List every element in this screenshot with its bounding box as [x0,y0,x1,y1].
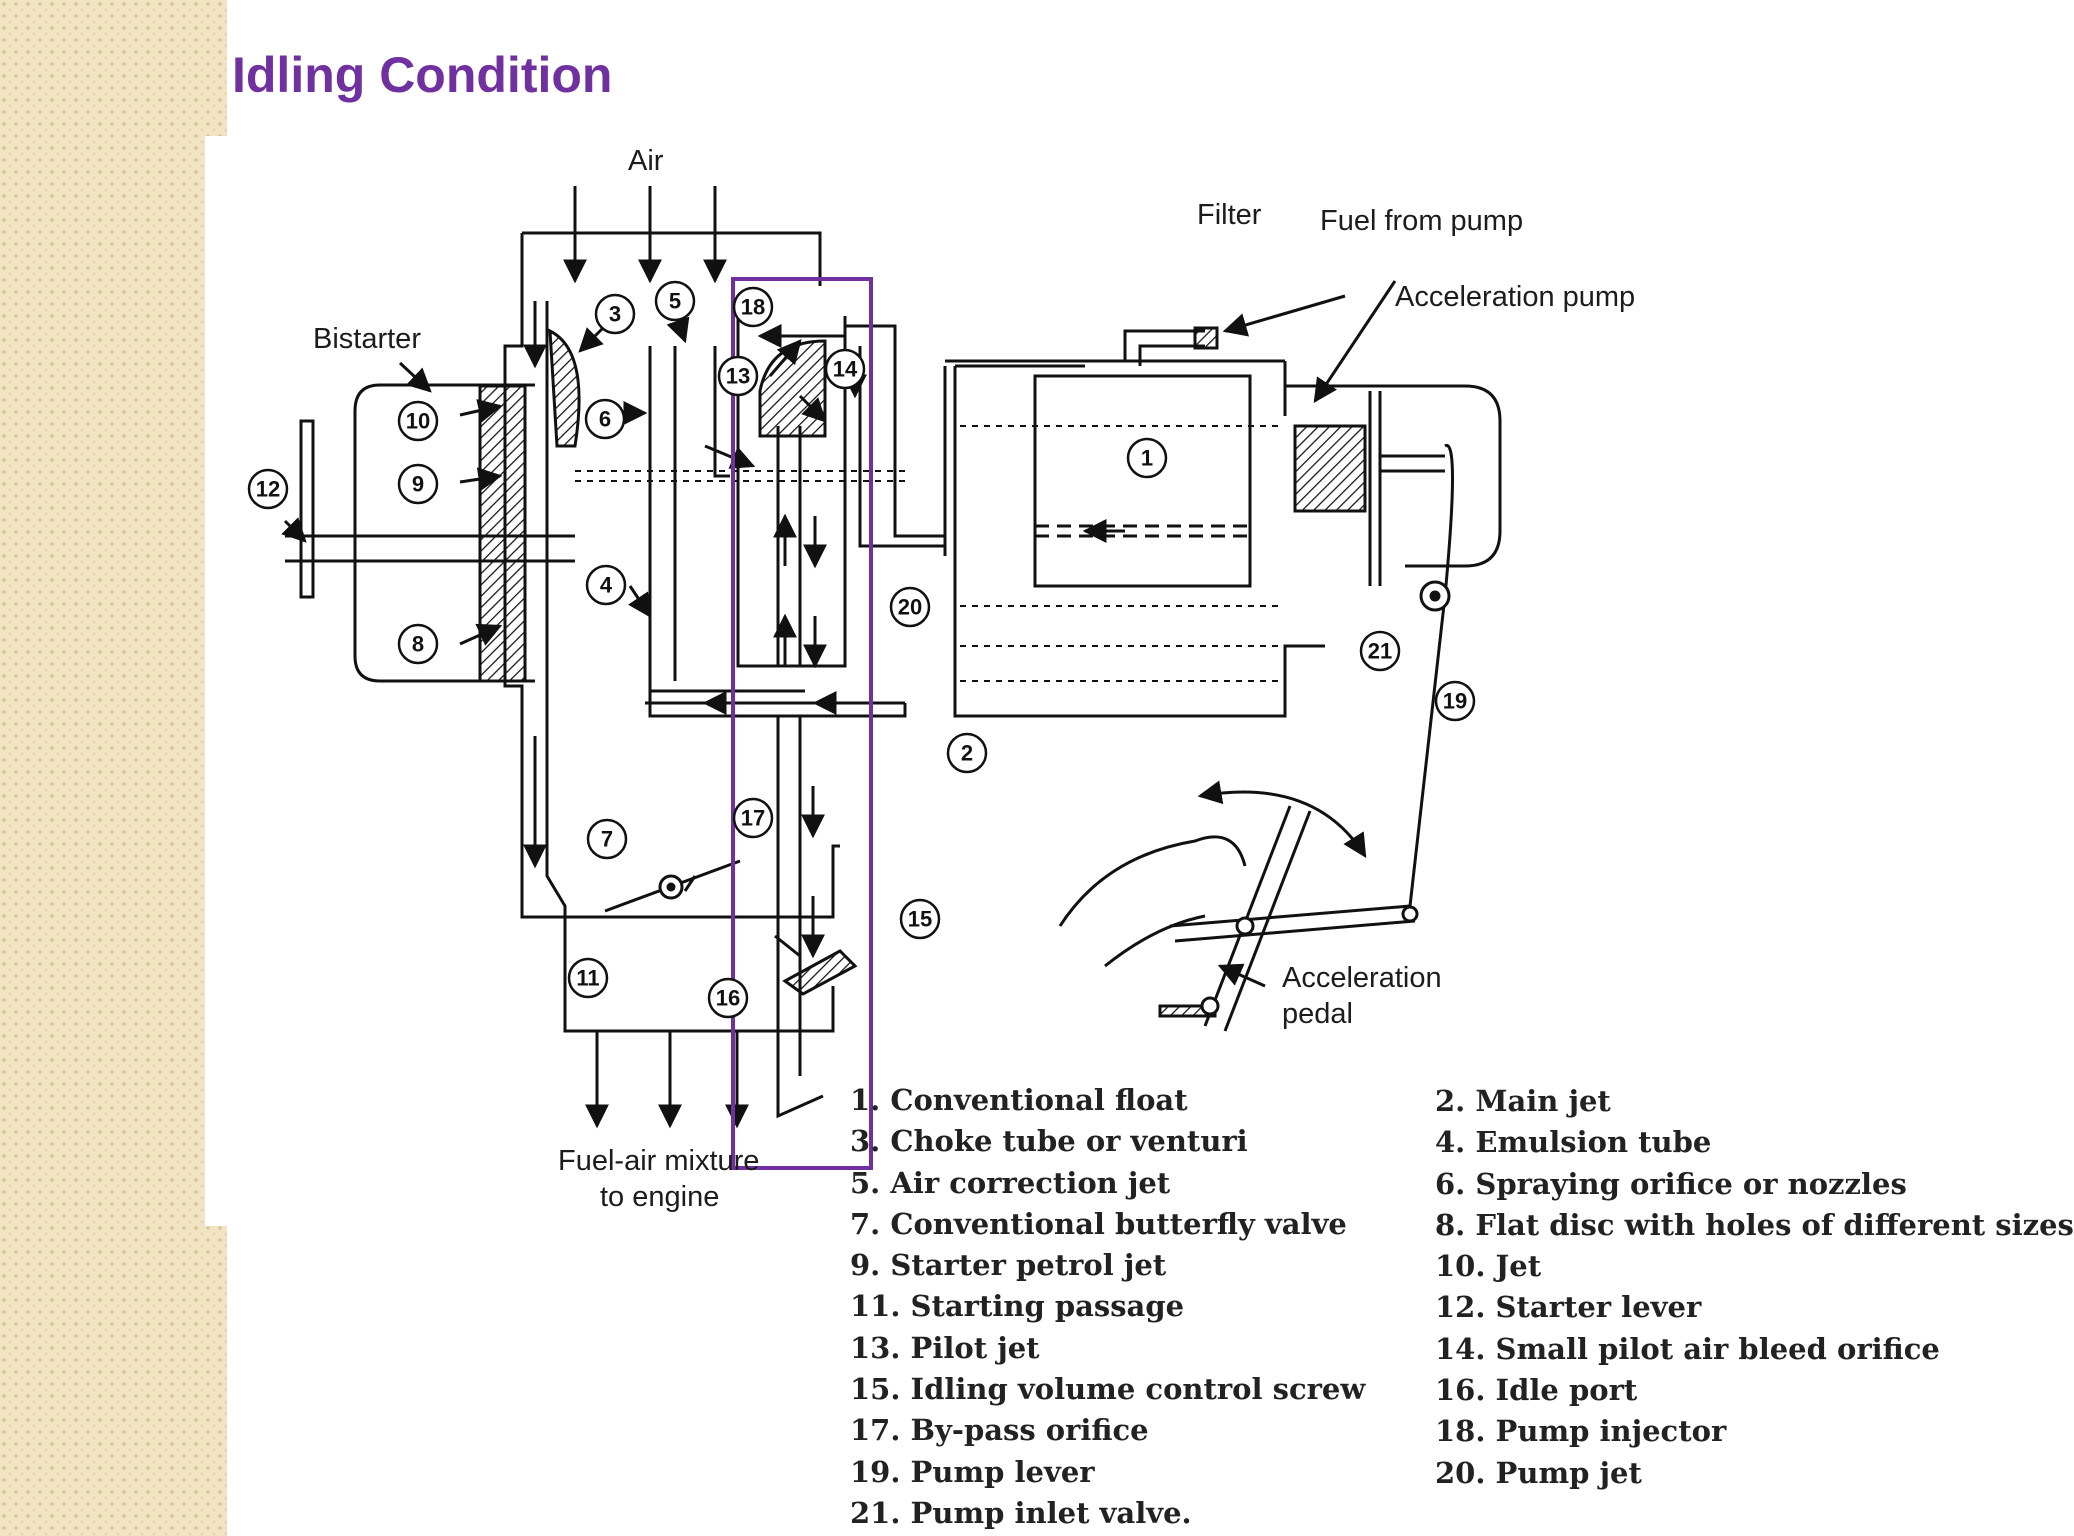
svg-text:9: 9 [412,472,424,497]
marker-5: 5 [654,280,696,322]
acceleration-pedal-label-2: pedal [1282,998,1353,1030]
svg-text:5: 5 [669,289,681,314]
filter [1193,326,1219,350]
marker-16: 16 [707,977,749,1019]
marker-3: 3 [594,293,636,335]
svg-text:17: 17 [741,806,765,831]
marker-21: 21 [1359,630,1401,672]
slide-title: Idling Condition [232,47,613,103]
legend-item: 4. Emulsion tube [1435,1125,1712,1160]
fuel-from-pump-label: Fuel from pump [1320,205,1523,237]
legend-right: 2. Main jet 4. Emulsion tube 6. Spraying… [1435,1081,2074,1494]
svg-text:20: 20 [898,595,922,620]
svg-text:12: 12 [256,477,280,502]
marker-6: 6 [584,398,626,440]
marker-19: 19 [1434,680,1476,722]
idle-screw [782,949,858,996]
mixture-label-2: to engine [600,1181,719,1213]
marker-10: 10 [397,400,439,442]
svg-text:16: 16 [716,986,740,1011]
carburetor-drawing: 1 2 3 4 5 6 7 8 9 10 11 12 13 14 15 16 1… [247,145,1635,1213]
marker-20: 20 [889,586,931,628]
legend-item: 8. Flat disc with holes of different siz… [1435,1207,2074,1242]
legend-item: 12. Starter lever [1435,1290,1702,1325]
legend-item: 15. Idling volume control screw [850,1372,1366,1407]
legend-item: 14. Small pilot air bleed orifice [1435,1331,1940,1366]
acceleration-pump-label: Acceleration pump [1395,281,1635,313]
svg-text:6: 6 [599,407,611,432]
legend-item: 21. Pump inlet valve. [850,1495,1192,1530]
legend-item: 7. Conventional butterfly valve [850,1206,1347,1241]
marker-12: 12 [247,468,289,510]
marker-15: 15 [899,898,941,940]
svg-text:19: 19 [1443,689,1467,714]
carburetor-body [503,233,840,919]
legend-item: 16. Idle port [1435,1373,1638,1408]
legend-item: 2. Main jet [1435,1084,1611,1118]
legend-item: 11. Starting passage [850,1289,1185,1324]
marker-17: 17 [732,797,774,839]
marker-8: 8 [397,623,439,665]
marker-2: 2 [946,732,988,774]
legend-item: 3. Choke tube or venturi [850,1124,1248,1159]
float [1033,374,1252,588]
marker-1: 1 [1126,437,1168,479]
mixture-label: Fuel-air mixture [558,1145,759,1177]
legend-item: 10. Jet [1435,1249,1542,1284]
svg-text:10: 10 [406,409,430,434]
marker-14: 14 [824,348,866,390]
legend-item: 9. Starter petrol jet [850,1248,1167,1283]
filter-label: Filter [1197,199,1262,231]
legend-item: 13. Pilot jet [850,1330,1040,1365]
highlight-box [731,277,873,1170]
marker-7: 7 [586,818,628,860]
marker-13: 13 [717,355,759,397]
pilot-jet [758,339,827,438]
svg-text:11: 11 [576,966,599,991]
marker-4: 4 [585,564,627,606]
svg-text:1: 1 [1141,446,1153,471]
pump-lever [1408,443,1454,907]
marker-11: 11 [567,957,609,999]
svg-text:18: 18 [741,295,765,320]
svg-text:7: 7 [601,827,613,852]
bistarter-housing [353,383,535,683]
legend-item: 19. Pump lever [850,1454,1095,1489]
air-label: Air [628,145,664,177]
legend-item: 17. By-pass orifice [850,1413,1149,1448]
marker-9: 9 [397,463,439,505]
svg-text:15: 15 [908,907,932,932]
acceleration-pump [1285,384,1502,568]
svg-text:4: 4 [600,573,613,598]
legend-item: 18. Pump injector [1435,1414,1727,1449]
legend-item: 20. Pump jet [1435,1455,1642,1490]
svg-text:21: 21 [1368,639,1392,664]
acceleration-pedal-label: Acceleration [1282,962,1442,994]
decorative-sidebar [0,0,227,1536]
carburetor-diagram: 1 2 3 4 5 6 7 8 9 10 11 12 13 14 15 16 1… [205,136,1645,1226]
svg-text:14: 14 [833,357,858,382]
legend-item: 1. Conventional float [850,1083,1188,1117]
legend-left: 1. Conventional float 3. Choke tube or v… [850,1080,1365,1534]
svg-text:3: 3 [609,302,621,327]
legend-item: 5. Air correction jet [850,1165,1171,1200]
svg-text:13: 13 [726,364,750,389]
marker-18: 18 [732,286,774,328]
bistarter-label: Bistarter [313,323,421,355]
choke-tube [548,328,581,448]
number-markers: 1 2 3 4 5 6 7 8 9 10 11 12 13 14 15 16 1… [247,280,1476,1019]
svg-text:8: 8 [412,632,424,657]
legend-item: 6. Spraying orifice or nozzles [1435,1166,1907,1201]
svg-text:2: 2 [961,741,973,766]
